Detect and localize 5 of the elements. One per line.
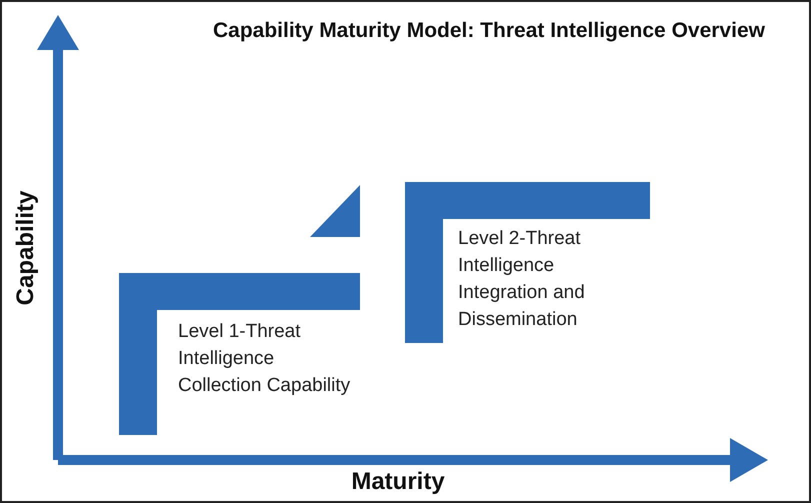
- title: Capability Maturity Model: Threat Intelligence Overview: [213, 18, 766, 44]
- axis-label: Maturity: [351, 468, 445, 496]
- axis-label: Capability: [12, 190, 40, 306]
- level-text: Level 1-Threat Intelligence Collection Capability: [178, 320, 352, 398]
- level-text: Level 2-Threat Intelligence Integration and Dissemination: [458, 227, 586, 332]
